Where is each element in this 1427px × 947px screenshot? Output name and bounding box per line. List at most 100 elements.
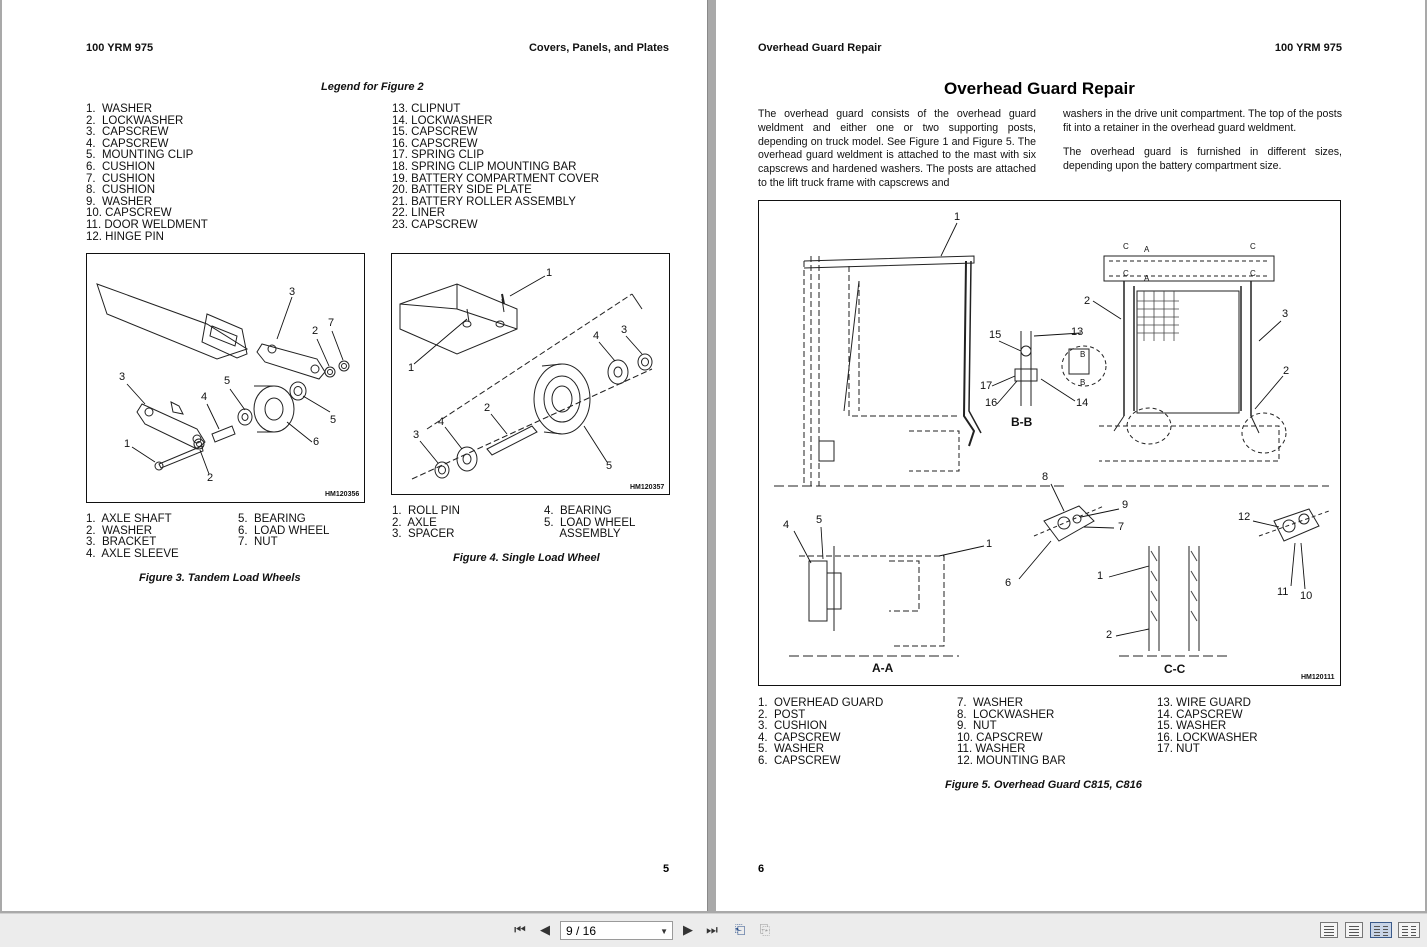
callout: 2 <box>1283 365 1290 377</box>
legend-item: 16. LOCKWASHER <box>1157 731 1258 744</box>
callout: 1 <box>546 267 553 279</box>
figure-5-id: HM120111 <box>1301 674 1335 681</box>
callout: 4 <box>201 391 208 403</box>
intro-paragraph-right-2: The overhead guard is furnished in diffe… <box>1063 146 1342 172</box>
intro-paragraph-right-1: washers in the drive unit compartment. T… <box>1063 108 1342 134</box>
legend-item: 11. WASHER <box>957 743 1026 756</box>
legend-item: 20. BATTERY SIDE PLATE <box>392 184 532 197</box>
callout: 5 <box>816 514 823 526</box>
go-back-view-icon[interactable]: ⎗ <box>734 922 746 937</box>
figure-4-caption: Figure 4. Single Load Wheel <box>453 552 600 564</box>
legend-item: 1. OVERHEAD GUARD <box>758 697 884 709</box>
legend-item: 4. CAPSCREW <box>86 137 169 150</box>
right-header-section: Overhead Guard Repair <box>758 42 882 54</box>
legend-item: 13. WIRE GUARD <box>1157 697 1251 709</box>
legend-item: 6. CAPSCREW <box>758 755 841 767</box>
legend-item: 1. WASHER <box>86 103 153 115</box>
legend-item: 4. AXLE SLEEVE <box>86 547 179 560</box>
legend-item: 12. MOUNTING BAR <box>957 755 1066 767</box>
figure-4-single-load-wheel: 1 1 4 3 2 4 3 5 HM120357 <box>391 253 670 495</box>
legend-item: 17. SPRING CLIP <box>392 149 485 162</box>
figure-3-caption: Figure 3. Tandem Load Wheels <box>139 572 301 584</box>
figure-3-id: HM120356 <box>325 491 360 498</box>
legend-item: 18. SPRING CLIP MOUNTING BAR <box>392 161 577 173</box>
legend-item: 5. LOAD WHEEL <box>544 516 636 529</box>
callout: 1 <box>1097 570 1104 582</box>
legend-item: 14. CAPSCREW <box>1157 708 1243 721</box>
callout: 2 <box>1106 629 1113 641</box>
legend-item: 4. BEARING <box>544 505 612 517</box>
callout: 5 <box>606 460 613 472</box>
callout: 5 <box>224 375 231 387</box>
figure-3-tandem-load-wheels: 3 2 7 3 5 4 5 6 1 2 HM120356 <box>86 253 365 503</box>
section-marker: C <box>1250 242 1256 251</box>
section-marker: C <box>1250 269 1256 278</box>
right-page: Overhead Guard Repair 100 YRM 975 Overhe… <box>716 0 1425 911</box>
legend-item: 8. LOCKWASHER <box>957 708 1055 721</box>
legend-item: 21. BATTERY ROLLER ASSEMBLY <box>392 195 576 208</box>
page-number-input[interactable]: 9 / 16 ▼ <box>560 921 673 940</box>
legend-item: 2. POST <box>758 708 806 721</box>
callout: 2 <box>207 472 214 484</box>
legend-item: 3. SPACER <box>392 528 455 541</box>
callout: 8 <box>1042 471 1049 483</box>
section-marker: C <box>1123 242 1129 251</box>
section-marker: B <box>1080 378 1086 387</box>
single-page-view-icon[interactable] <box>1320 922 1338 938</box>
legend-item: 16. CAPSCREW <box>392 137 478 150</box>
callout: 2 <box>484 402 491 414</box>
legend-item: 10. CAPSCREW <box>86 207 172 220</box>
legend-item: 12. HINGE PIN <box>86 230 164 243</box>
legend-item: 5. BEARING <box>238 513 306 525</box>
continuous-view-icon[interactable] <box>1345 922 1363 938</box>
intro-paragraph-left: The overhead guard consists of the overh… <box>758 108 1036 189</box>
legend-item: 19. BATTERY COMPARTMENT COVER <box>392 172 600 185</box>
callout: 15 <box>989 329 1002 341</box>
continuous-facing-view-icon[interactable] <box>1398 922 1420 938</box>
right-header-doc-id: 100 YRM 975 <box>1274 42 1342 54</box>
callout: 5 <box>330 414 337 426</box>
callout: 13 <box>1071 326 1084 338</box>
prev-page-icon[interactable]: ◀ <box>540 922 550 937</box>
figure-4-drawing <box>399 275 653 480</box>
go-forward-view-icon[interactable]: ⎘ <box>759 922 771 937</box>
page-number: 6 <box>758 863 765 875</box>
viewer-toolbar: ⏮ ◀ 9 / 16 ▼ ▶ ⏭ ⎗ ⎘ <box>0 913 1427 947</box>
callout: 3 <box>289 286 296 298</box>
section-label-a-a: A-A <box>872 661 894 675</box>
legend-item: 4. CAPSCREW <box>758 731 841 744</box>
callout: 7 <box>1118 521 1125 533</box>
chevron-down-icon[interactable]: ▼ <box>660 927 668 936</box>
callout: 11 <box>1277 586 1289 598</box>
legend-item: 3. BRACKET <box>86 536 157 549</box>
legend-item: 23. CAPSCREW <box>392 219 478 231</box>
section-label-c-c: C-C <box>1164 662 1186 676</box>
legend-item: 7. NUT <box>238 536 278 549</box>
legend-item: 11. DOOR WELDMENT <box>86 219 208 231</box>
section-marker: B <box>1080 350 1086 359</box>
legend-item: 1. ROLL PIN <box>392 505 460 517</box>
legend-item: 2. AXLE <box>392 516 437 529</box>
legend-item: 15. WASHER <box>1157 720 1227 733</box>
legend-item: 8. CUSHION <box>86 184 156 197</box>
last-page-icon[interactable]: ⏭ <box>706 922 718 937</box>
legend-item: 9. WASHER <box>86 195 153 208</box>
figure-5-caption: Figure 5. Overhead Guard C815, C816 <box>945 779 1142 791</box>
callout: 1 <box>954 211 961 223</box>
page-number-value: 9 / 16 <box>566 924 597 938</box>
next-page-icon[interactable]: ▶ <box>683 922 693 937</box>
callout: 3 <box>621 324 628 336</box>
figure-5-drawing <box>774 222 1330 657</box>
legend-item: 6. CUSHION <box>86 161 156 173</box>
legend-item: ASSEMBLY <box>544 528 621 541</box>
facing-view-icon[interactable] <box>1370 922 1392 938</box>
callout: 2 <box>312 325 319 337</box>
left-page: 100 YRM 975 Covers, Panels, and Plates L… <box>2 0 708 911</box>
callout: 3 <box>1282 308 1289 320</box>
legend-title-figure-2: Legend for Figure 2 <box>321 81 424 93</box>
legend-item: 9. NUT <box>957 720 997 733</box>
left-header-doc-id: 100 YRM 975 <box>86 42 154 54</box>
callout: 4 <box>438 416 445 428</box>
first-page-icon[interactable]: ⏮ <box>514 922 526 937</box>
legend-item: 7. WASHER <box>957 697 1024 709</box>
